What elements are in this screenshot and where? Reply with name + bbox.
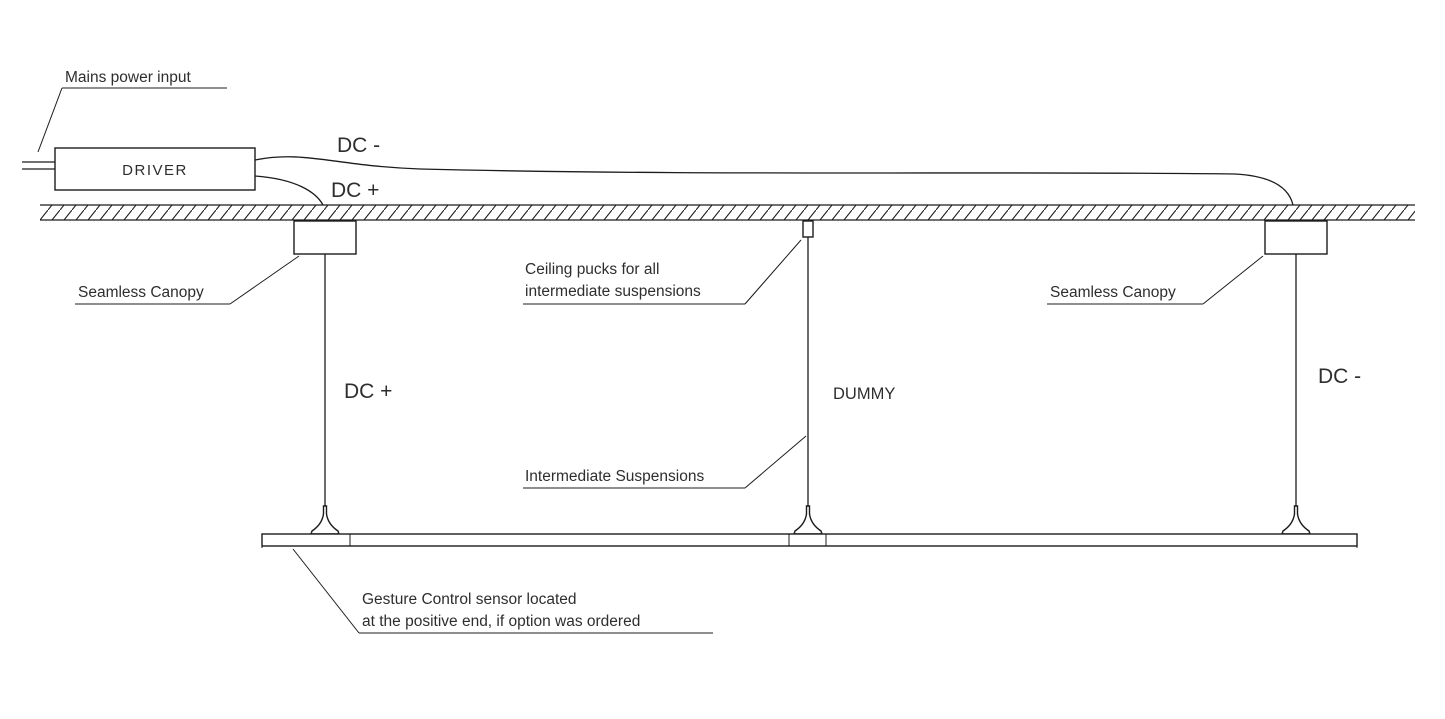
seamless-canopy-right-leader [1202,255,1264,305]
dc-plus-cable [254,175,324,206]
ceiling-pucks-callout: Ceiling pucks for all intermediate suspe… [523,239,802,305]
dc-plus-drop-label: DC + [344,380,392,403]
ceiling-hatch [40,205,1415,220]
ceiling-pucks-label-line2: intermediate suspensions [525,283,701,300]
gesture-control-label-line2: at the positive end, if option was order… [362,613,640,630]
canopy-right [1264,220,1328,255]
suspension-cone-left [310,505,340,535]
intermediate-suspensions-label: Intermediate Suspensions [525,468,704,485]
profile-bar [261,533,1358,547]
driver-box [54,147,256,191]
dc-minus-top-label: DC - [337,134,380,157]
dc-plus-top-label: DC + [331,179,379,202]
luminaire-profile [261,533,1358,548]
gesture-control-label-line1: Gesture Control sensor located [362,591,577,608]
suspension-cone-middle [793,505,823,535]
suspension-cone-right [1281,505,1311,535]
seamless-canopy-right-callout: Seamless Canopy [1047,255,1264,305]
gesture-control-callout: Gesture Control sensor located at the po… [292,548,713,634]
canopy-left [293,220,357,255]
mains-power-input-label: Mains power input [65,69,191,86]
mains-callout: Mains power input [37,69,227,153]
ceiling-pucks-label-line1: Ceiling pucks for all [525,261,659,278]
seamless-canopy-right-label: Seamless Canopy [1050,284,1176,301]
seamless-canopy-left-label: Seamless Canopy [78,284,204,301]
gesture-control-leader [292,548,360,634]
ceiling-band [40,204,1415,221]
dc-minus-cable [254,156,1294,206]
mains-leader-line [37,87,63,153]
dc-minus-drop-label: DC - [1318,365,1361,388]
seamless-canopy-left-callout: Seamless Canopy [75,255,300,305]
intermediate-suspensions-callout: Intermediate Suspensions [523,435,807,489]
mains-wires [22,161,55,170]
driver-label: DRIVER [122,162,188,179]
intermediate-suspensions-leader [744,435,807,489]
seamless-canopy-left-leader [229,255,300,305]
ceiling-puck [802,220,814,238]
dummy-drop-label: DUMMY [833,385,895,403]
ceiling-pucks-leader [744,239,802,305]
